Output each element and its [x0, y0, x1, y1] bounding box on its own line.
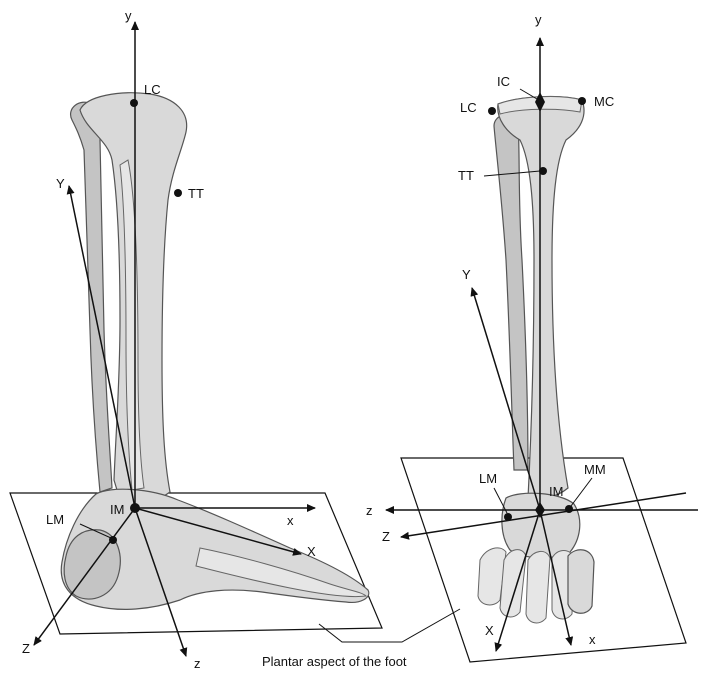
- right-figure: y x z Y X Z IC LC MC TT LM IM MM: [366, 12, 698, 663]
- left-figure: y x z Y X Z LC TT IM LM: [9, 8, 383, 671]
- right-Y-label: Y: [462, 267, 471, 282]
- left-lc-label: LC: [144, 82, 161, 97]
- left-tt-point: [174, 189, 182, 197]
- right-ic-point: [535, 92, 545, 112]
- right-y-label: y: [535, 12, 542, 27]
- left-lm-leader: [79, 523, 112, 539]
- left-y-label: y: [125, 8, 132, 23]
- right-lc-label: LC: [460, 100, 477, 115]
- right-tt-label: TT: [458, 168, 474, 183]
- right-mm-leader: [570, 477, 593, 507]
- right-lm-leader: [493, 487, 508, 514]
- right-X-label: X: [485, 623, 494, 638]
- left-im-point: [130, 503, 140, 513]
- left-Z-axis: [33, 507, 136, 646]
- left-x-label: x: [287, 513, 294, 528]
- right-X-axis: [494, 509, 541, 652]
- right-ic-leader: [519, 88, 538, 100]
- left-foot-toes: [195, 547, 368, 597]
- right-foot-tarsals: [501, 492, 581, 559]
- right-Z-axis: [400, 492, 687, 540]
- left-Z-label: Z: [22, 641, 30, 656]
- left-X-axis: [134, 507, 302, 556]
- right-lc-point: [488, 107, 496, 115]
- left-tt-label: TT: [188, 186, 204, 201]
- caption-leader: [318, 608, 461, 643]
- right-Z-label: Z: [382, 529, 390, 544]
- right-foot-toes: [477, 547, 595, 624]
- right-lm-label: LM: [479, 471, 497, 486]
- right-x-axis: [539, 509, 574, 646]
- caption-group: Plantar aspect of the foot: [262, 608, 461, 669]
- right-mm-label: MM: [584, 462, 606, 477]
- caption-text: Plantar aspect of the foot: [262, 654, 407, 669]
- left-lm-label: LM: [46, 512, 64, 527]
- left-z-axis: [134, 507, 188, 657]
- right-z-label: z: [366, 503, 373, 518]
- right-x-label: x: [589, 632, 596, 647]
- right-mc-label: MC: [594, 94, 614, 109]
- left-z-label: z: [194, 656, 201, 671]
- left-Y-label: Y: [56, 176, 65, 191]
- left-im-label: IM: [110, 502, 124, 517]
- right-Y-axis: [470, 287, 541, 511]
- right-tt-point: [539, 167, 547, 175]
- right-mm-point: [565, 505, 573, 513]
- left-Y-axis: [66, 185, 136, 509]
- right-im-label: IM: [549, 484, 563, 499]
- right-mc-point: [578, 97, 586, 105]
- right-tt-leader: [483, 170, 541, 177]
- right-lm-point: [504, 513, 512, 521]
- right-ic-label: IC: [497, 74, 510, 89]
- left-lc-point: [130, 99, 138, 107]
- right-tibia: [497, 95, 585, 500]
- right-im-point: [535, 502, 545, 518]
- left-plantar-plane: [9, 492, 383, 635]
- left-X-label: X: [307, 544, 316, 559]
